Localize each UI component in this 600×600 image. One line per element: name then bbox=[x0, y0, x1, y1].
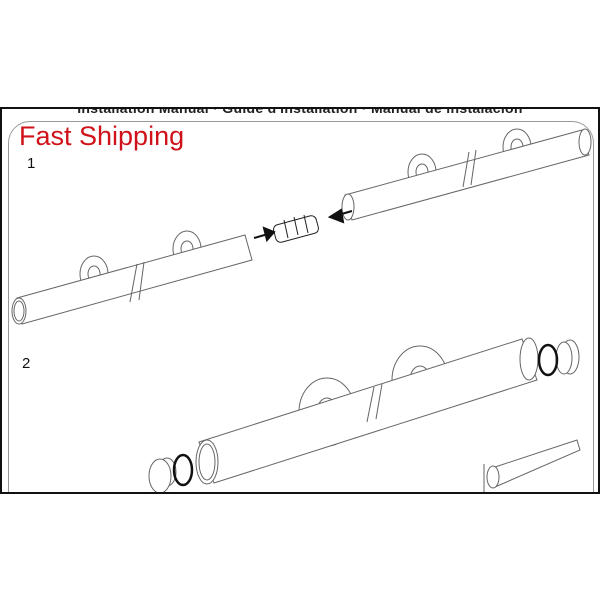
installation-diagram bbox=[11, 128, 592, 492]
arrow-left-icon bbox=[327, 208, 353, 224]
end-cap bbox=[148, 457, 177, 492]
o-ring bbox=[172, 453, 194, 487]
rod-right bbox=[341, 128, 592, 221]
o-ring bbox=[537, 343, 559, 377]
diagram-panel bbox=[8, 121, 594, 492]
rod-left bbox=[11, 234, 253, 325]
rod-connector bbox=[273, 214, 319, 243]
end-cap bbox=[555, 339, 580, 375]
step-number: 2 bbox=[22, 355, 31, 372]
promo-text: Fast Shipping bbox=[19, 121, 185, 151]
rod-partial bbox=[483, 439, 581, 492]
arrow-right-icon bbox=[253, 226, 276, 243]
step-number: 1 bbox=[27, 155, 36, 172]
rod-large bbox=[195, 337, 539, 485]
manual-header: Installation Manual · Guide d'installati… bbox=[77, 107, 523, 116]
diagram-frame: Installation Manual · Guide d'installati… bbox=[0, 107, 600, 494]
